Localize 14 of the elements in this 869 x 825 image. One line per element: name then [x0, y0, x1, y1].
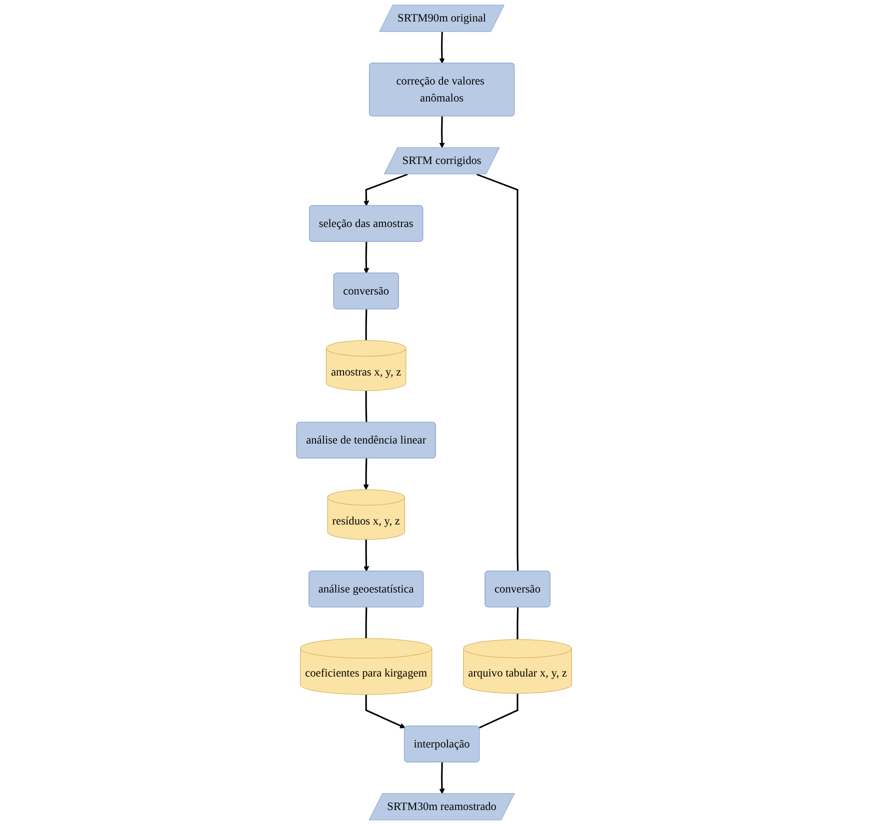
connector: [517, 607, 519, 640]
arrow: [364, 540, 370, 572]
connector: [476, 174, 519, 572]
arrow: [440, 762, 446, 794]
arrow: [366, 694, 406, 728]
arrow: [364, 458, 370, 490]
connector: [366, 309, 368, 340]
connector: [479, 693, 519, 729]
arrow: [440, 116, 446, 148]
connector: [366, 390, 368, 422]
arrow: [364, 174, 408, 206]
arrow: [364, 242, 370, 274]
connector: [366, 607, 368, 638]
arrow: [440, 32, 446, 64]
